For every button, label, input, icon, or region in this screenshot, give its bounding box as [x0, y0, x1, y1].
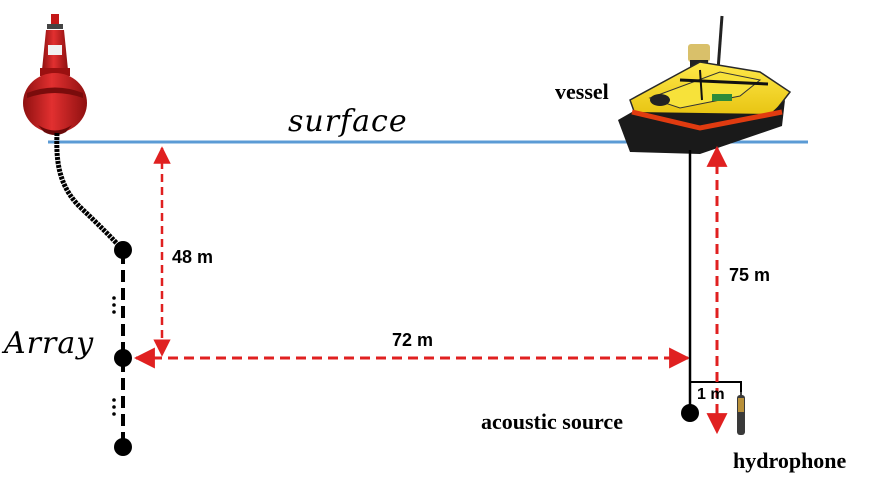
- mooring-cable: [54, 132, 125, 252]
- ellipsis-icon: [112, 296, 116, 416]
- acoustic-source-label: acoustic source: [481, 409, 623, 434]
- hydrophone-offset-label: 1 m: [697, 386, 725, 403]
- horizontal-range-label: 72 m: [392, 330, 434, 350]
- array-hydrophone: [114, 241, 132, 259]
- depth-source-label: 75 m: [729, 265, 771, 285]
- vessel-icon: [618, 15, 792, 154]
- hydrophone-icon: [737, 382, 745, 435]
- hydrophone-label: hydrophone: [733, 448, 847, 473]
- depth-array-label: 48 m: [172, 247, 214, 267]
- surface-label: surface: [288, 104, 408, 139]
- array-hydrophone: [114, 349, 132, 367]
- array-label: Array: [4, 326, 95, 361]
- acoustic-source-marker: [681, 404, 699, 422]
- vessel-label: vessel: [555, 79, 609, 104]
- array-hydrophone: [114, 438, 132, 456]
- buoy-icon: [23, 14, 87, 135]
